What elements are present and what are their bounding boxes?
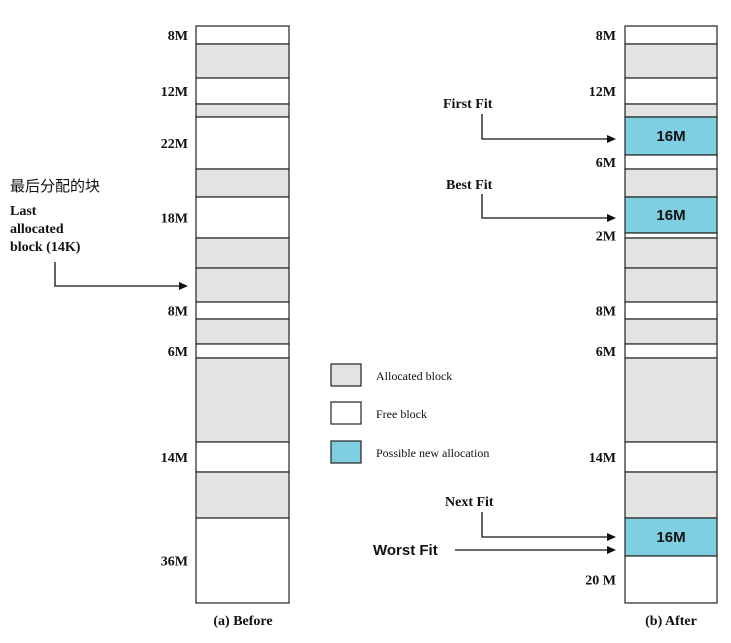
free-block bbox=[195, 441, 290, 473]
free-block bbox=[624, 232, 718, 239]
free-block bbox=[624, 154, 718, 170]
allocated-block bbox=[624, 43, 718, 79]
last-allocated-line-1: Last bbox=[10, 204, 37, 219]
block-size-label: 14M bbox=[161, 451, 188, 466]
free-block bbox=[624, 555, 718, 604]
block-size-label: 6M bbox=[596, 345, 616, 360]
block-size-label: 14M bbox=[589, 451, 616, 466]
allocated-block bbox=[195, 471, 290, 519]
last-allocated-line-2: allocated bbox=[10, 222, 64, 237]
allocated-block bbox=[195, 168, 290, 198]
first-fit-arrow bbox=[481, 114, 616, 143]
after-memory-column: 8M 12M 16M 6M 16M 2M 8M 6M 14M 16M 20 M bbox=[585, 25, 718, 604]
block-size-label: 8M bbox=[596, 305, 616, 320]
worst-fit-label: Worst Fit bbox=[373, 542, 438, 559]
free-block bbox=[195, 517, 290, 604]
allocated-block bbox=[624, 471, 718, 519]
new-allocation-size-label: 16M bbox=[656, 128, 685, 145]
next-fit-label: Next Fit bbox=[445, 495, 494, 510]
free-block bbox=[195, 77, 290, 105]
allocated-block bbox=[624, 357, 718, 443]
legend-new-label: Possible new allocation bbox=[376, 446, 489, 460]
block-size-label: 36M bbox=[161, 555, 188, 570]
free-block bbox=[195, 301, 290, 320]
legend-allocated-label: Allocated block bbox=[376, 369, 452, 383]
legend-new-swatch bbox=[330, 440, 362, 464]
allocated-block bbox=[195, 103, 290, 118]
allocated-block bbox=[624, 237, 718, 269]
worst-fit-arrow bbox=[455, 546, 616, 554]
free-block bbox=[195, 196, 290, 239]
block-size-label: 8M bbox=[168, 29, 188, 44]
best-fit-arrow bbox=[481, 194, 616, 222]
new-allocation-block bbox=[624, 196, 718, 234]
legend: Allocated block Free block Possible new … bbox=[330, 363, 489, 464]
before-memory-column: 8M 12M 22M 18M 8M 6M 14M 36M bbox=[161, 25, 290, 604]
allocated-block bbox=[624, 318, 718, 345]
last-allocated-line-3: block (14K) bbox=[10, 240, 81, 255]
free-block bbox=[195, 343, 290, 359]
last-allocated-arrow bbox=[54, 262, 188, 290]
block-size-label: 6M bbox=[596, 156, 616, 171]
legend-free-swatch bbox=[330, 401, 362, 425]
after-caption: (b) After bbox=[645, 614, 697, 629]
free-block bbox=[195, 116, 290, 170]
legend-free-label: Free block bbox=[376, 407, 427, 421]
block-size-label: 20 M bbox=[585, 574, 616, 589]
allocated-block bbox=[195, 267, 290, 303]
block-size-label: 2M bbox=[596, 230, 616, 245]
before-caption: (a) Before bbox=[213, 614, 272, 629]
block-size-label: 18M bbox=[161, 212, 188, 227]
allocated-block bbox=[195, 318, 290, 345]
block-size-label: 22M bbox=[161, 137, 188, 152]
block-size-label: 6M bbox=[168, 345, 188, 360]
block-size-label: 12M bbox=[589, 85, 616, 100]
free-block bbox=[624, 77, 718, 105]
block-size-label: 8M bbox=[168, 305, 188, 320]
free-block bbox=[624, 301, 718, 320]
free-block bbox=[195, 25, 290, 45]
allocated-block bbox=[624, 267, 718, 303]
first-fit-label: First Fit bbox=[443, 97, 493, 112]
free-block bbox=[624, 25, 718, 45]
next-fit-arrow bbox=[481, 512, 616, 541]
free-block bbox=[624, 441, 718, 473]
free-block bbox=[624, 343, 718, 359]
allocated-block bbox=[624, 103, 718, 118]
allocated-block bbox=[195, 237, 290, 269]
new-allocation-size-label: 16M bbox=[656, 207, 685, 224]
best-fit-label: Best Fit bbox=[446, 178, 493, 193]
allocated-block bbox=[195, 357, 290, 443]
block-size-label: 8M bbox=[596, 29, 616, 44]
new-allocation-size-label: 16M bbox=[656, 529, 685, 546]
legend-allocated-swatch bbox=[330, 363, 362, 387]
new-allocation-block bbox=[624, 116, 718, 156]
allocated-block bbox=[624, 168, 718, 198]
allocated-block bbox=[195, 43, 290, 79]
block-size-label: 12M bbox=[161, 85, 188, 100]
last-allocated-chinese-label: 最后分配的块 bbox=[10, 177, 100, 195]
